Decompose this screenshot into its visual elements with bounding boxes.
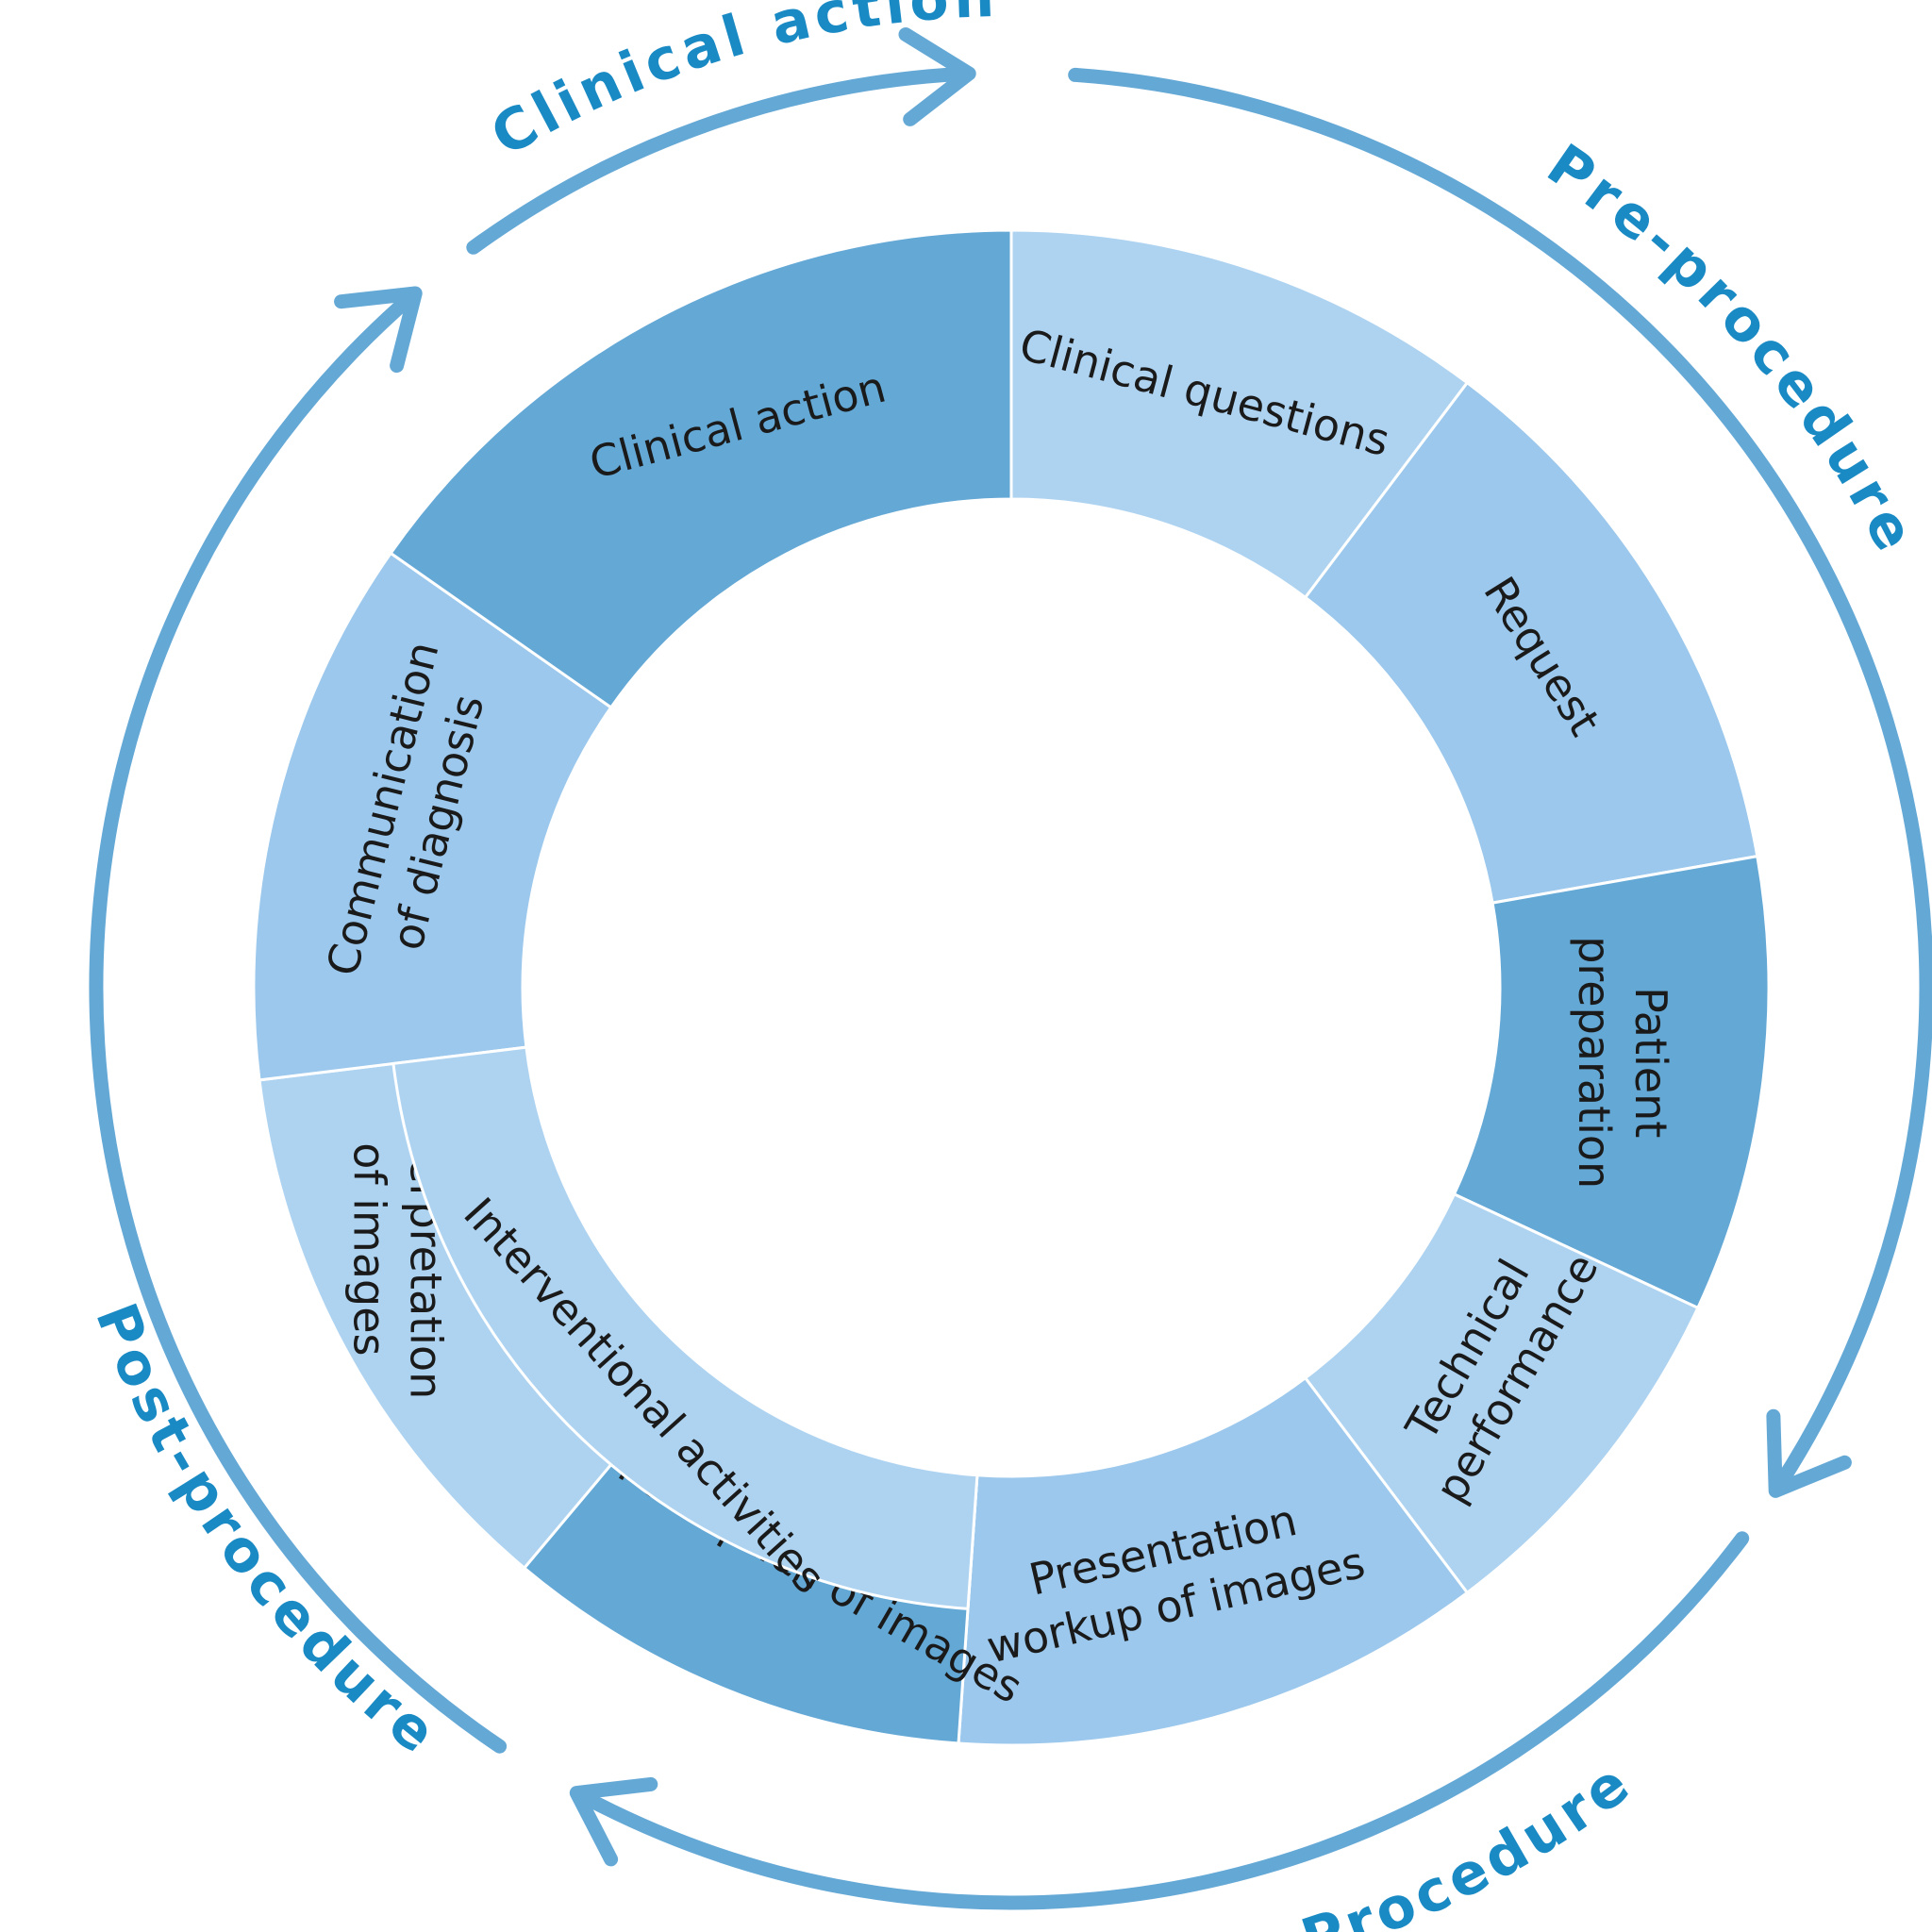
arrow-arc-clinical-action bbox=[466, 66, 971, 255]
arrow-head-pre-procedure-icon bbox=[1766, 1408, 1852, 1498]
arrow-arc-pre-procedure bbox=[1068, 67, 1932, 1493]
arrow-head-post-procedure-icon bbox=[334, 286, 423, 374]
phase-label-clinical-action: Clinical action bbox=[480, 0, 1000, 170]
phase-label-pre-procedure: Pre-procedure bbox=[1536, 132, 1930, 566]
segment-label-patient-preparation: Patientpreparation bbox=[1570, 936, 1677, 1189]
segment-request bbox=[1303, 380, 1759, 905]
arrow-arc-post-procedure bbox=[89, 290, 508, 1754]
arrow-head-clinical-action-icon bbox=[898, 27, 976, 126]
segment-ring: Clinical questionsRequestPatientpreparat… bbox=[252, 228, 1771, 1747]
arrow-head-procedure-icon bbox=[569, 1776, 658, 1867]
arrow-arc-procedure bbox=[575, 1531, 1750, 1910]
segment-clinical-action bbox=[389, 228, 1013, 709]
phase-arrows bbox=[89, 27, 1932, 1910]
segment-presentation-workup-of-images bbox=[957, 1375, 1470, 1747]
segment-interventional-activities bbox=[391, 1045, 979, 1611]
